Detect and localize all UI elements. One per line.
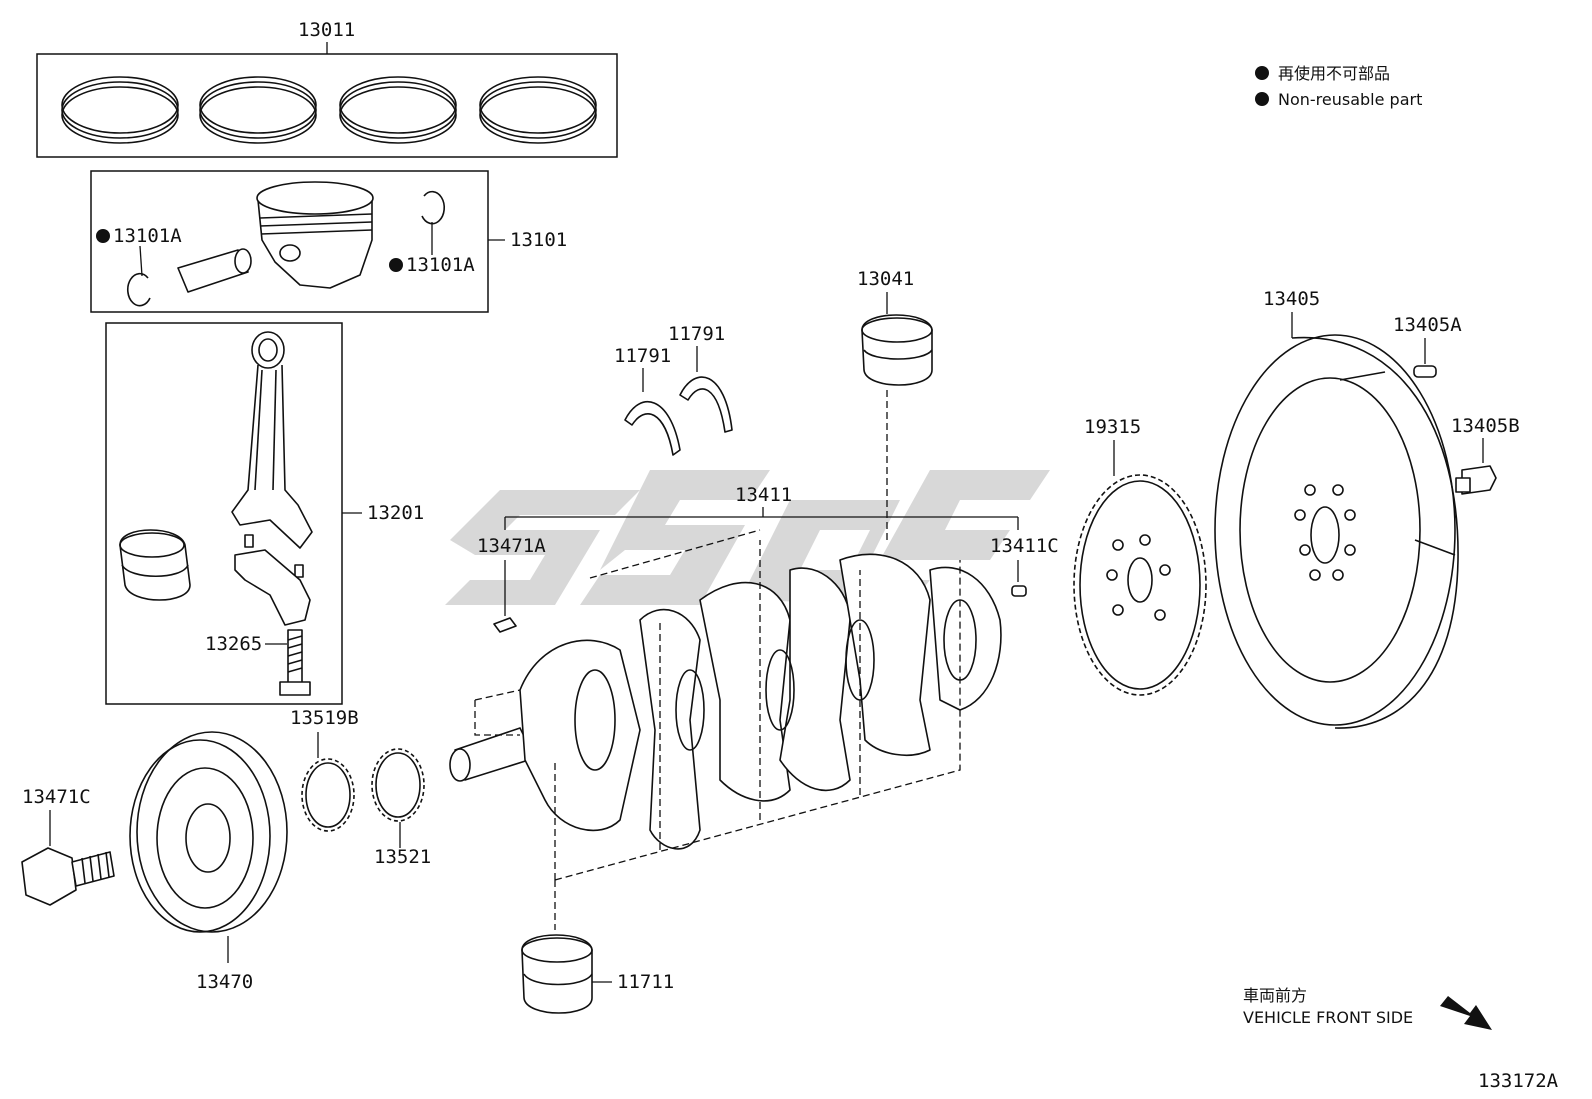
callout-13101: 13101 (510, 229, 567, 251)
direction-jp: 車両前方 (1243, 986, 1307, 1005)
legend-jp: 再使用不可部品 (1278, 64, 1390, 83)
group-13471C-pulley-bolt: 13471C (21, 786, 115, 906)
legend-en: Non-reusable part (1278, 90, 1422, 109)
callout-13405A: 13405A (1393, 314, 1462, 336)
group-13470-crank-pulley: 13470 (129, 731, 288, 993)
callout-13470: 13470 (196, 971, 253, 993)
group-13405A-pin: 13405A (1393, 314, 1462, 378)
connecting-rod (231, 331, 313, 626)
callout-13201: 13201 (367, 502, 424, 524)
piston-ring-set (61, 76, 597, 144)
non-reusable-dot-icon (96, 229, 110, 243)
group-13101-piston: 13101 13101A 13101A (90, 170, 567, 313)
group-13519B-sprocket: 13519B (290, 707, 359, 832)
callout-13405: 13405 (1263, 288, 1320, 310)
group-13521-sprocket: 13521 (371, 748, 431, 868)
snap-ring-left (126, 272, 151, 307)
callout-13405B: 13405B (1451, 415, 1520, 437)
watermark-logo (445, 470, 1050, 605)
group-11791-thrust-washers: 11791 11791 (614, 323, 733, 456)
callout-13041: 13041 (857, 268, 914, 290)
callout-11711: 11711 (617, 971, 674, 993)
callout-13471A: 13471A (477, 535, 546, 557)
group-13201-connecting-rod: 13201 13265 (105, 322, 424, 705)
piston-pin (177, 248, 252, 293)
crankshaft (449, 553, 1002, 850)
callout-13411: 13411 (735, 484, 792, 506)
non-reusable-dot-icon (1255, 92, 1269, 106)
callout-13519B: 13519B (290, 707, 359, 729)
callout-19315: 19315 (1084, 416, 1141, 438)
callout-13471C: 13471C (22, 786, 91, 808)
group-13405-flywheel: 13405 (1214, 288, 1459, 729)
vehicle-front-indicator: 車両前方 VEHICLE FRONT SIDE (1243, 986, 1492, 1030)
group-13411-crankshaft: 13411 13471A 13411C (449, 484, 1059, 930)
direction-en: VEHICLE FRONT SIDE (1243, 1008, 1413, 1027)
callout-13101A-right: 13101A (406, 254, 475, 276)
group-13041-bearing: 13041 (857, 268, 933, 540)
diagram-id: 133172A (1478, 1070, 1559, 1092)
group-13011-piston-rings: 13011 (36, 19, 618, 158)
rod-bearing (119, 529, 191, 601)
callout-11791-left: 11791 (614, 345, 671, 367)
legend: 再使用不可部品 Non-reusable part (1255, 64, 1422, 109)
rod-bolt (279, 629, 311, 696)
callout-13101A-left: 13101A (113, 225, 182, 247)
snap-ring-right (421, 190, 446, 225)
group-11711-bearing: 11711 (521, 934, 674, 1014)
callout-11791-right: 11791 (668, 323, 725, 345)
callout-13411C: 13411C (990, 535, 1059, 557)
callout-13265: 13265 (205, 633, 262, 655)
callout-13521: 13521 (374, 846, 431, 868)
group-13405B-bolt: 13405B (1451, 415, 1520, 495)
piston (256, 181, 374, 289)
front-arrow-icon (1440, 996, 1492, 1030)
group-19315-timing-rotor: 19315 (1073, 416, 1207, 696)
callout-13011: 13011 (298, 19, 355, 41)
non-reusable-dot-icon (1255, 66, 1269, 80)
non-reusable-dot-icon (389, 258, 403, 272)
